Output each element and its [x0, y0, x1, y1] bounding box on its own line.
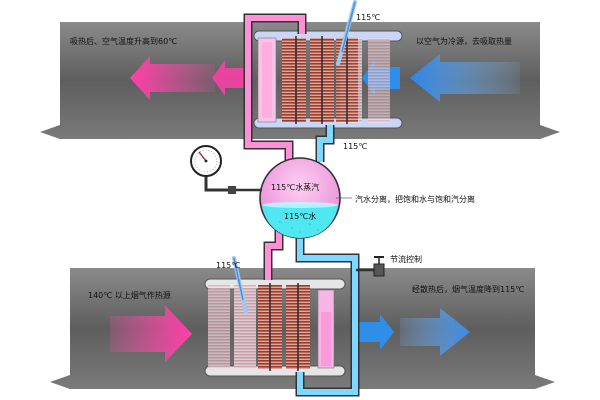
steam-drum — [260, 158, 340, 238]
lower-probe-temp-label: 115℃ — [216, 262, 240, 270]
upper-inlet-label: 以空气为冷源，去吸取热量 — [416, 38, 512, 46]
upper-outlet-label: 吸热后、空气温度升高到60℃ — [70, 38, 177, 46]
flue-outlet-label: 经散热后，烟气温度降到115℃ — [412, 286, 524, 294]
upper-probe-temp-label: 115℃ — [356, 14, 380, 22]
separation-label: 汽水分离，把饱和水与饱和汽分离 — [355, 196, 475, 204]
drum-steam-label: 115℃水蒸汽 — [271, 184, 319, 192]
flue-inlet-label: 140℃ 以上烟气作热源 — [88, 292, 171, 300]
condenser-tube-bank — [254, 31, 402, 128]
throttle-label: 节流控制 — [390, 256, 422, 264]
pipe-temp-label: 115℃ — [343, 143, 367, 151]
drum-water-label: 115℃水 — [284, 213, 316, 221]
pressure-gauge-icon — [191, 146, 262, 194]
evaporator-tube-bank — [205, 279, 345, 376]
